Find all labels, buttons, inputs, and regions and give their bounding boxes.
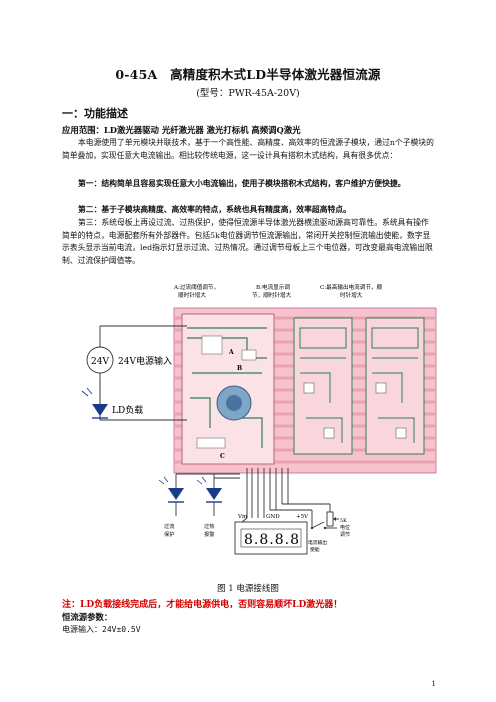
sub-module-1 <box>293 317 353 455</box>
ld-diode-icon <box>81 387 108 419</box>
label-c2: 时针增大 <box>340 291 363 299</box>
params-heading: 恒流源参数： <box>62 612 113 622</box>
vm-label: Vm <box>237 514 248 520</box>
marker-a: A <box>228 349 234 356</box>
marker-b: B <box>237 365 242 372</box>
marker-c: C <box>220 453 225 460</box>
switch-label: 电流输出 <box>308 539 327 546</box>
overheat-led-icon <box>196 476 222 516</box>
source-label: 24V电源输入 <box>118 355 172 367</box>
wiring-diagram: A:过流阈值调节， 顺时针增大 B:电流显示调 节，顺时针增大 C:最高输出电流… <box>81 283 437 555</box>
sub-module-2 <box>365 317 425 455</box>
gnd-label: GND <box>266 514 280 520</box>
paragraph-first-point: 第一：结构简单且容易实现任意大小电流输出，使用子模块搭积木式结构，客户维护方便快… <box>78 179 406 188</box>
meter-display: 8.8.8.8 <box>244 532 300 548</box>
warning-note: 注：LD负载接线完成后，才能给电源供电，否则容易顺坏LD激光器！ <box>62 600 343 610</box>
label-b2: 节，顺时针增大 <box>252 291 292 299</box>
page-title: 0-45A 高精度积木式LD半导体激光器恒流源 <box>115 67 381 82</box>
overcurrent-label: 过流 <box>164 522 174 530</box>
mother-board: A B C <box>173 307 437 474</box>
section-heading-function: 一：功能描述 <box>62 107 128 120</box>
paragraph-intro: 本电源使用了单元模块并联技术，基于一个高性能、高精度、高效率的恒流源子模块，通过… <box>62 138 434 160</box>
plus5v-label: +5V <box>296 514 309 520</box>
enable-switch-icon <box>310 510 337 530</box>
overcurrent-led-icon <box>158 476 184 516</box>
input-spec: 电源输入：24V±0.5V <box>62 625 141 634</box>
pot-label2: 电位 <box>340 524 350 531</box>
digital-meter: Vm GND +5V 8.8.8.8 <box>234 514 309 555</box>
model-subtitle: (型号：PWR-45A-20V) <box>196 88 300 99</box>
label-a2: 顺时针增大 <box>178 291 206 299</box>
page-number: 1 <box>431 680 436 688</box>
application-scope: 应用范围：LD激光器驱动 光纤激光器 激光打标机 高频调Q激光 <box>62 125 301 135</box>
paragraph-second-point: 第二：基于子模块高精度、高效率的特点，系统也具有精度高，效率超高特点。 <box>78 205 351 214</box>
potentiometer-icon <box>326 504 339 527</box>
figure-caption: 图 1 电源接线图 <box>217 584 279 594</box>
power-source-icon <box>86 346 114 374</box>
label-b: B:电流显示调 <box>256 283 290 291</box>
label-c: C:最高输出电流调节，顺 <box>320 283 383 291</box>
switch-label2: 使能 <box>310 546 320 553</box>
label-a: A:过流阈值调节， <box>173 283 219 291</box>
overcurrent-label2: 保护 <box>164 530 174 538</box>
paragraph-third-point: 第三：系统母板上再设过流、过热保护，使得恒流源半导体激光器横流驱动源高可靠性。系… <box>62 218 433 265</box>
pot-label3: 调节 <box>340 531 350 538</box>
overheat-label: 过热 <box>204 522 215 530</box>
source-symbol: 24V <box>91 357 109 367</box>
pot-label: 5K <box>340 518 347 524</box>
overheat-label2: 报警 <box>204 530 214 538</box>
ld-label: LD负载 <box>112 404 143 416</box>
